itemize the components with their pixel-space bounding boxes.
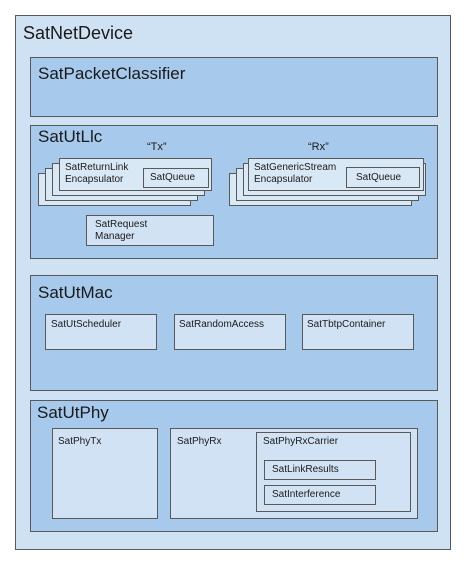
tx-caption: “Tx” [147,141,167,153]
rx-caption: “Rx” [308,141,329,153]
phy-rx-carrier-label: SatPhyRxCarrier [263,436,339,447]
request-manager-box [86,215,214,246]
mac-component-box-1 [174,314,286,350]
phy-rx-label: SatPhyRx [177,436,222,447]
mac-component-box-2 [302,314,414,350]
rx-queue-label: SatQueue [356,172,402,183]
rx-queue-box [346,167,420,188]
mac-component-label-2: SatTbtpContainer [307,319,386,330]
tx-queue-label: SatQueue [150,172,196,183]
phy-title: SatUtPhy [37,403,109,422]
packet-classifier-title: SatPacketClassifier [38,64,186,83]
sat-net-device-title: SatNetDevice [23,23,134,43]
mac-component-label-0: SatUtScheduler [51,319,122,330]
phy-tx-label: SatPhyTx [58,436,102,447]
phy-tx-box [52,428,158,519]
packet-classifier-block [30,57,438,117]
mac-component-box-0 [45,314,157,350]
tx-encapsulator-label: SatReturnLink Encapsulator [65,162,129,185]
interference-box [264,485,376,505]
rx-encapsulator-label: SatGenericStream Encapsulator [254,162,337,185]
mac-component-label-1: SatRandomAccess [179,319,265,330]
tx-queue-box [143,168,209,188]
request-manager-label: SatRequest Manager [95,219,148,242]
link-results-box [264,460,376,480]
mac-title: SatUtMac [38,283,113,302]
llc-title: SatUtLlc [38,127,103,146]
interference-label: SatInterference [272,489,341,500]
link-results-label: SatLinkResults [272,464,339,475]
